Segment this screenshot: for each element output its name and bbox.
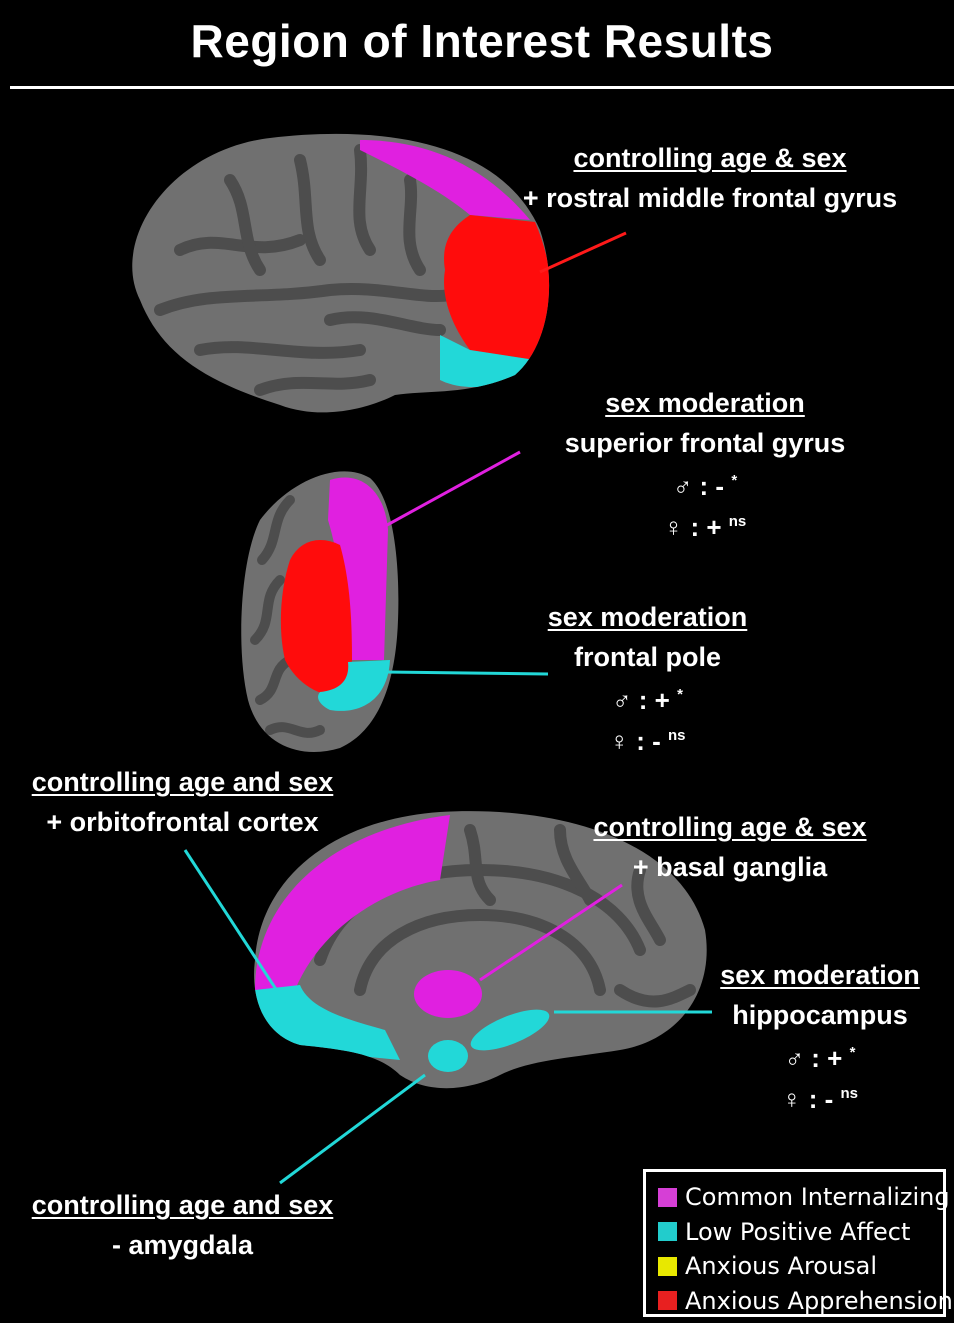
legend-swatch (658, 1188, 677, 1207)
annotation-region: + rostral middle frontal gyrus (500, 178, 920, 218)
annotation-amygdala: controlling age and sex - amygdala (15, 1185, 350, 1265)
legend-swatch (658, 1222, 677, 1241)
legend-item: Anxious Apprehension (658, 1284, 943, 1319)
annotation-basal-ganglia: controlling age & sex + basal ganglia (575, 807, 885, 887)
male-symbol: ♂ (785, 1043, 805, 1073)
female-symbol: ♀ (664, 512, 684, 542)
annotation-region: hippocampus (700, 995, 940, 1035)
male-symbol: ♂ (673, 471, 693, 501)
leader-line-superior (378, 452, 520, 530)
annotation-region: superior frontal gyrus (535, 423, 875, 463)
leader-line-amygdala (280, 1075, 425, 1183)
annotation-frontal-pole: sex moderation frontal pole ♂ : + * ♀ : … (505, 597, 790, 759)
female-result: ♀ : - ns (700, 1076, 940, 1117)
legend: Common Internalizing Low Positive Affect… (643, 1169, 946, 1317)
female-symbol: ♀ (782, 1084, 802, 1114)
legend-label: Anxious Arousal (685, 1252, 877, 1280)
annotation-region: + orbitofrontal cortex (15, 802, 350, 842)
annotation-hippocampus: sex moderation hippocampus ♂ : + * ♀ : -… (700, 955, 940, 1117)
legend-item: Common Internalizing (658, 1180, 943, 1215)
annotation-superior-frontal: sex moderation superior frontal gyrus ♂ … (535, 383, 875, 545)
annotation-heading: sex moderation (535, 383, 875, 423)
annotation-region: + basal ganglia (575, 847, 885, 887)
legend-swatch (658, 1257, 677, 1276)
annotation-heading: sex moderation (700, 955, 940, 995)
annotation-region: frontal pole (505, 637, 790, 677)
male-result: ♂ : - * (535, 463, 875, 504)
annotation-heading: controlling age & sex (575, 807, 885, 847)
legend-item: Low Positive Affect (658, 1215, 943, 1250)
leader-line-rostral (540, 233, 626, 272)
basal-ganglia-shape (414, 970, 482, 1018)
annotation-heading: controlling age and sex (15, 1185, 350, 1225)
female-result: ♀ : - ns (505, 718, 790, 759)
male-symbol: ♂ (612, 685, 632, 715)
annotation-heading: controlling age and sex (15, 762, 350, 802)
legend-label: Low Positive Affect (685, 1218, 910, 1246)
frontal-brain (241, 471, 398, 752)
legend-label: Anxious Apprehension (685, 1287, 953, 1315)
legend-label: Common Internalizing (685, 1183, 950, 1211)
legend-item: Anxious Arousal (658, 1249, 943, 1284)
amygdala-shape (428, 1040, 468, 1072)
annotation-heading: controlling age & sex (500, 138, 920, 178)
legend-swatch (658, 1291, 677, 1310)
annotation-orbitofrontal: controlling age and sex + orbitofrontal … (15, 762, 350, 842)
annotation-heading: sex moderation (505, 597, 790, 637)
female-symbol: ♀ (609, 726, 629, 756)
lateral-brain (132, 134, 552, 412)
annotation-rostral-middle-frontal: controlling age & sex + rostral middle f… (500, 138, 920, 218)
female-result: ♀ : + ns (535, 504, 875, 545)
male-result: ♂ : + * (700, 1035, 940, 1076)
annotation-region: - amygdala (15, 1225, 350, 1265)
male-result: ♂ : + * (505, 677, 790, 718)
